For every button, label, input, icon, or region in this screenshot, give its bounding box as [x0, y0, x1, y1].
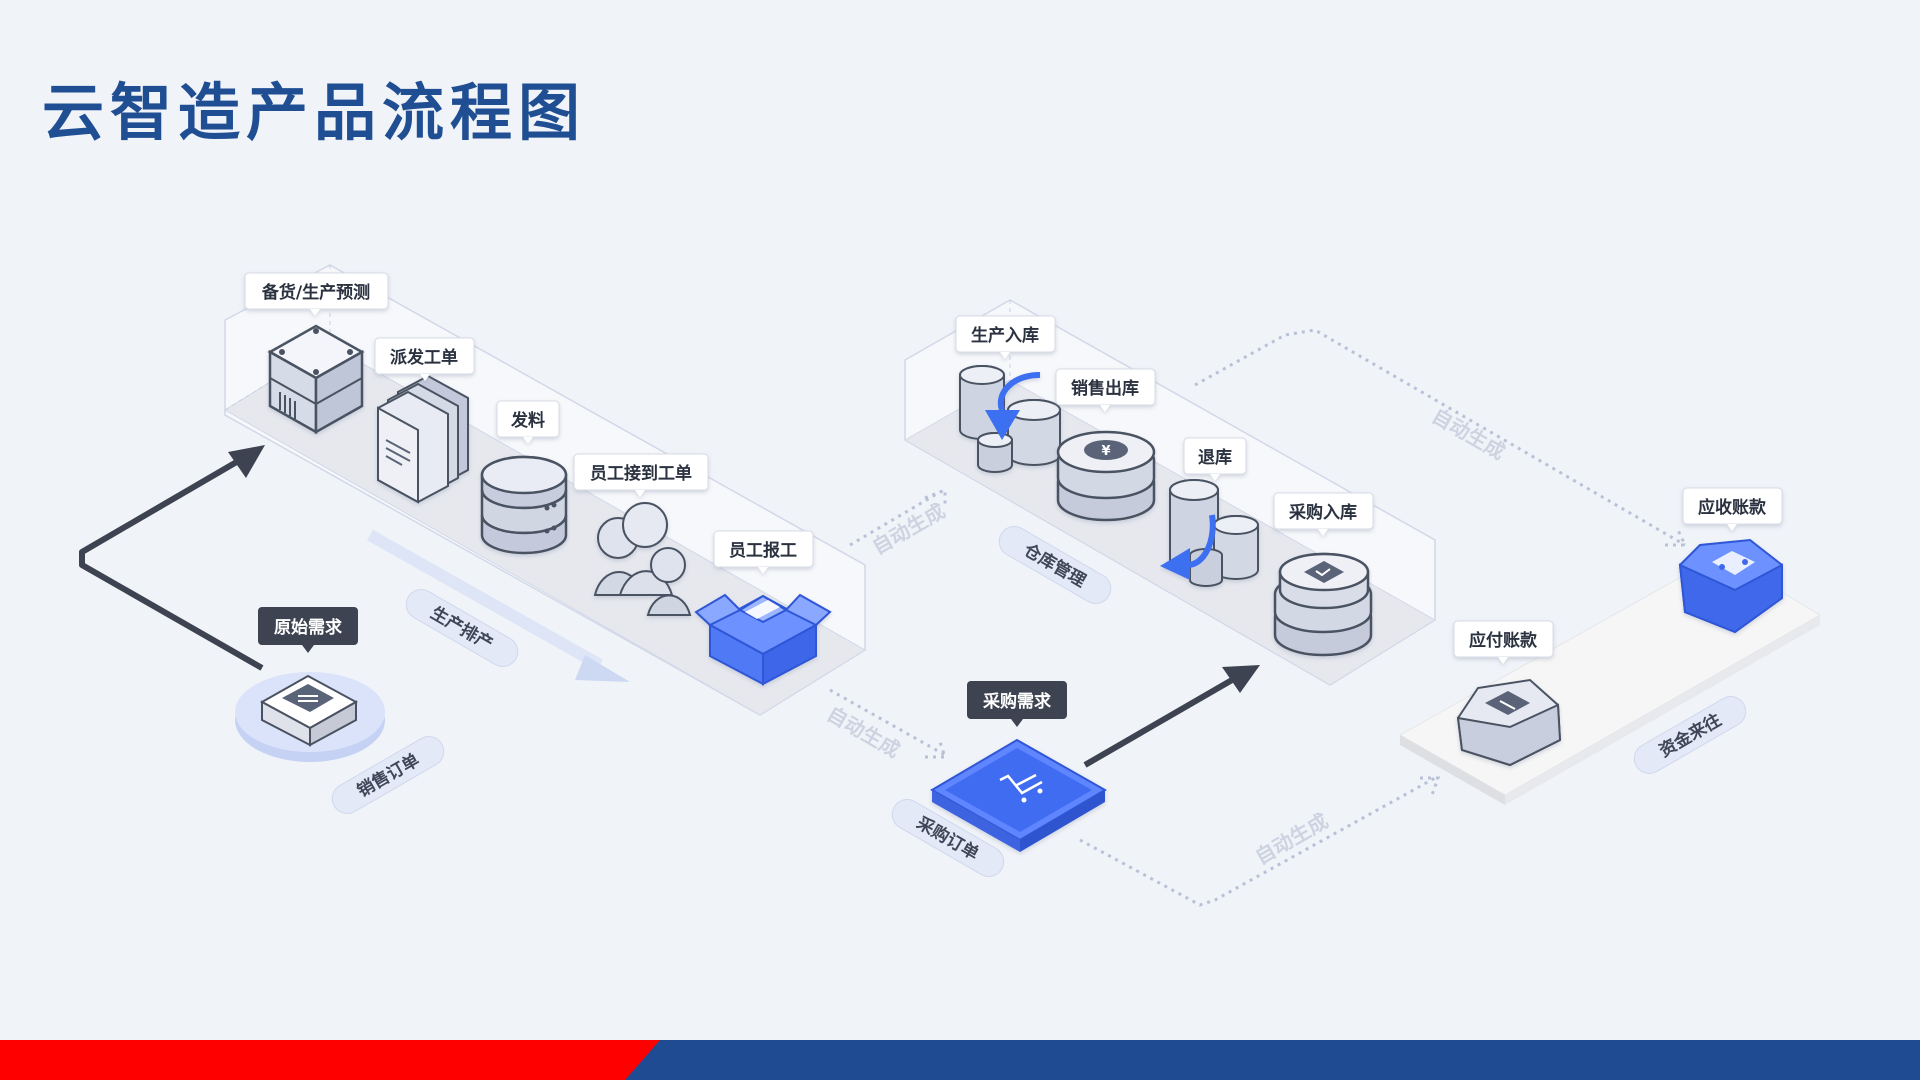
tag-original-demand: 原始需求 — [258, 607, 358, 653]
production-schedule-pill: 生产排产 — [405, 589, 519, 667]
tag-purchase-demand: 采购需求 — [967, 681, 1067, 727]
tag-dispatch-order: 派发工单 — [374, 337, 475, 381]
package-box-icon — [694, 593, 832, 686]
sales-order-node[interactable] — [235, 672, 385, 762]
tag-purchase-in: 采购入库 — [1273, 492, 1374, 536]
tag-production-in: 生产入库 — [955, 315, 1056, 359]
tag-worker-receive: 员工接到工单 — [573, 453, 709, 497]
worker-report-label: 员工报工 — [729, 540, 797, 561]
return-stock-label: 退库 — [1198, 447, 1232, 468]
receivable-label: 应收账款 — [1698, 497, 1767, 518]
people-icon — [593, 502, 692, 616]
material-issue-label: 发料 — [510, 410, 545, 431]
tag-stock-forecast: 备货/生产预测 — [244, 272, 389, 316]
page-title: 云智造产品流程图 — [42, 76, 587, 149]
production-in-icon — [959, 365, 1061, 473]
tag-receivable: 应收账款 — [1682, 487, 1783, 531]
server-cube-icon — [267, 324, 365, 435]
schedule-arrow — [367, 529, 630, 682]
documents-icon — [377, 374, 469, 504]
tag-worker-report: 员工报工 — [713, 530, 814, 574]
purchase-in-icon — [1273, 552, 1373, 657]
dispatch-order-label: 派发工单 — [390, 347, 458, 368]
footer-red-band — [0, 1040, 660, 1080]
production-in-label: 生产入库 — [971, 325, 1039, 346]
receivable-node[interactable] — [1678, 538, 1783, 634]
purchase-demand-label: 采购需求 — [982, 691, 1051, 712]
svg-text:¥: ¥ — [1101, 444, 1110, 459]
auto-gen-label-3: 自动生成 — [1428, 404, 1509, 465]
demand-arrow — [79, 445, 265, 671]
payable-label: 应付账款 — [1469, 630, 1538, 651]
tag-return-stock: 退库 — [1183, 437, 1247, 481]
tag-material-issue: 发料 — [496, 400, 560, 444]
coin-stack-icon: ¥ — [1056, 430, 1156, 522]
auto-gen-label-4: 自动生成 — [1251, 809, 1332, 870]
database-icon — [480, 455, 568, 555]
auto-connectors — [829, 328, 1688, 907]
return-stock-icon — [1160, 479, 1259, 587]
purchase-order-node[interactable] — [930, 738, 1107, 852]
auto-gen-label-2: 自动生成 — [823, 702, 904, 763]
purchase-arrow — [1083, 665, 1260, 768]
original-demand-label: 原始需求 — [274, 617, 342, 638]
footer-blue-band — [625, 1040, 1920, 1080]
tag-sales-out: 销售出库 — [1055, 368, 1156, 412]
stock-forecast-label: 备货/生产预测 — [261, 282, 370, 303]
purchase-in-label: 采购入库 — [1288, 502, 1357, 523]
payable-node[interactable] — [1456, 678, 1562, 767]
worker-receive-label: 员工接到工单 — [590, 463, 692, 484]
tag-payable: 应付账款 — [1453, 620, 1554, 664]
sales-out-label: 销售出库 — [1071, 378, 1139, 399]
